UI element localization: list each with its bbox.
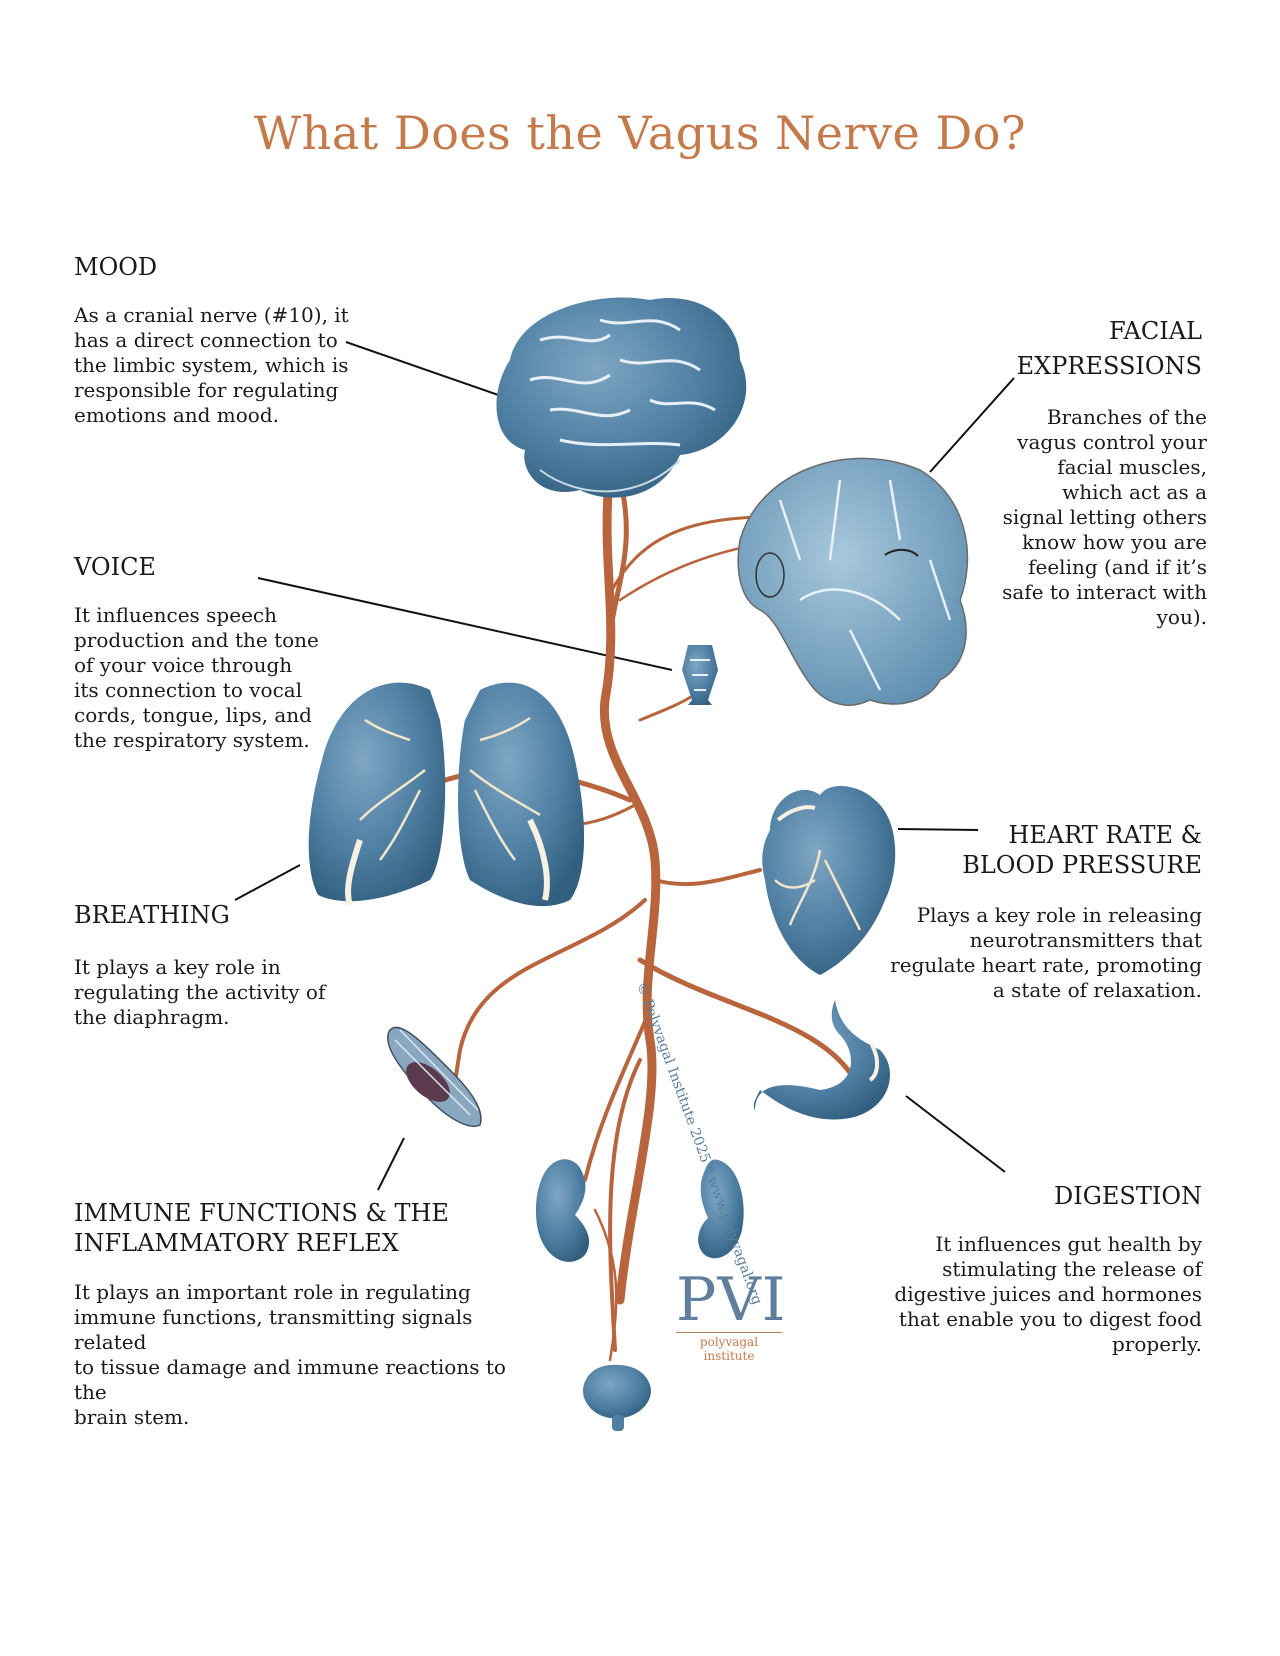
heart-heading-line1: HEART RATE & [1008,821,1202,849]
pvi-logo-mark: PVI [676,1265,787,1335]
face-muscles-illustration [737,457,969,706]
voice-text: It influences speech production and the … [74,603,319,752]
immune-heading-line1: IMMUNE FUNCTIONS & THE [74,1199,449,1227]
lungs-illustration [308,682,585,907]
page-title: What Does the Vagus Nerve Do? [253,106,1027,160]
heart-heading-line2: BLOOD PRESSURE [962,851,1202,879]
brain-illustration [496,297,747,498]
stomach-illustration [753,1000,890,1120]
larynx-illustration [682,645,718,705]
facial-heading-line1: FACIAL [1108,317,1202,345]
pvi-logo-subtitle: polyvagal institute [676,1332,782,1363]
facial-heading-line2: EXPRESSIONS [1016,352,1202,380]
facial-pointer-line [929,377,1015,473]
kidneys-illustration [536,1159,744,1262]
facial-text: Branches of the vagus control your facia… [1002,405,1207,629]
immune-pointer-line [377,1137,405,1191]
digestion-heading: DIGESTION [1053,1182,1202,1210]
immune-heading-line2: INFLAMMATORY REFLEX [74,1229,399,1257]
heart-pointer-line [897,828,979,831]
immune-cell-illustration [387,1026,482,1127]
mood-heading: MOOD [74,253,158,281]
heart-text: Plays a key role in releasing neurotrans… [890,903,1202,1002]
immune-text: It plays an important role in regulating… [74,1280,506,1429]
digestion-pointer-line [905,1095,1006,1173]
pvi-logo: PVI polyvagal institute [676,1265,787,1363]
breathing-pointer-line [234,864,301,901]
voice-heading: VOICE [74,553,156,581]
bladder-illustration [583,1364,651,1431]
digestion-text: It influences gut health by stimulating … [894,1232,1202,1356]
mood-text: As a cranial nerve (#10), it has a direc… [74,303,349,427]
breathing-text: It plays a key role in regulating the ac… [74,955,326,1029]
breathing-heading: BREATHING [74,901,230,929]
heart-illustration [762,785,896,975]
voice-pointer-line [257,577,673,671]
